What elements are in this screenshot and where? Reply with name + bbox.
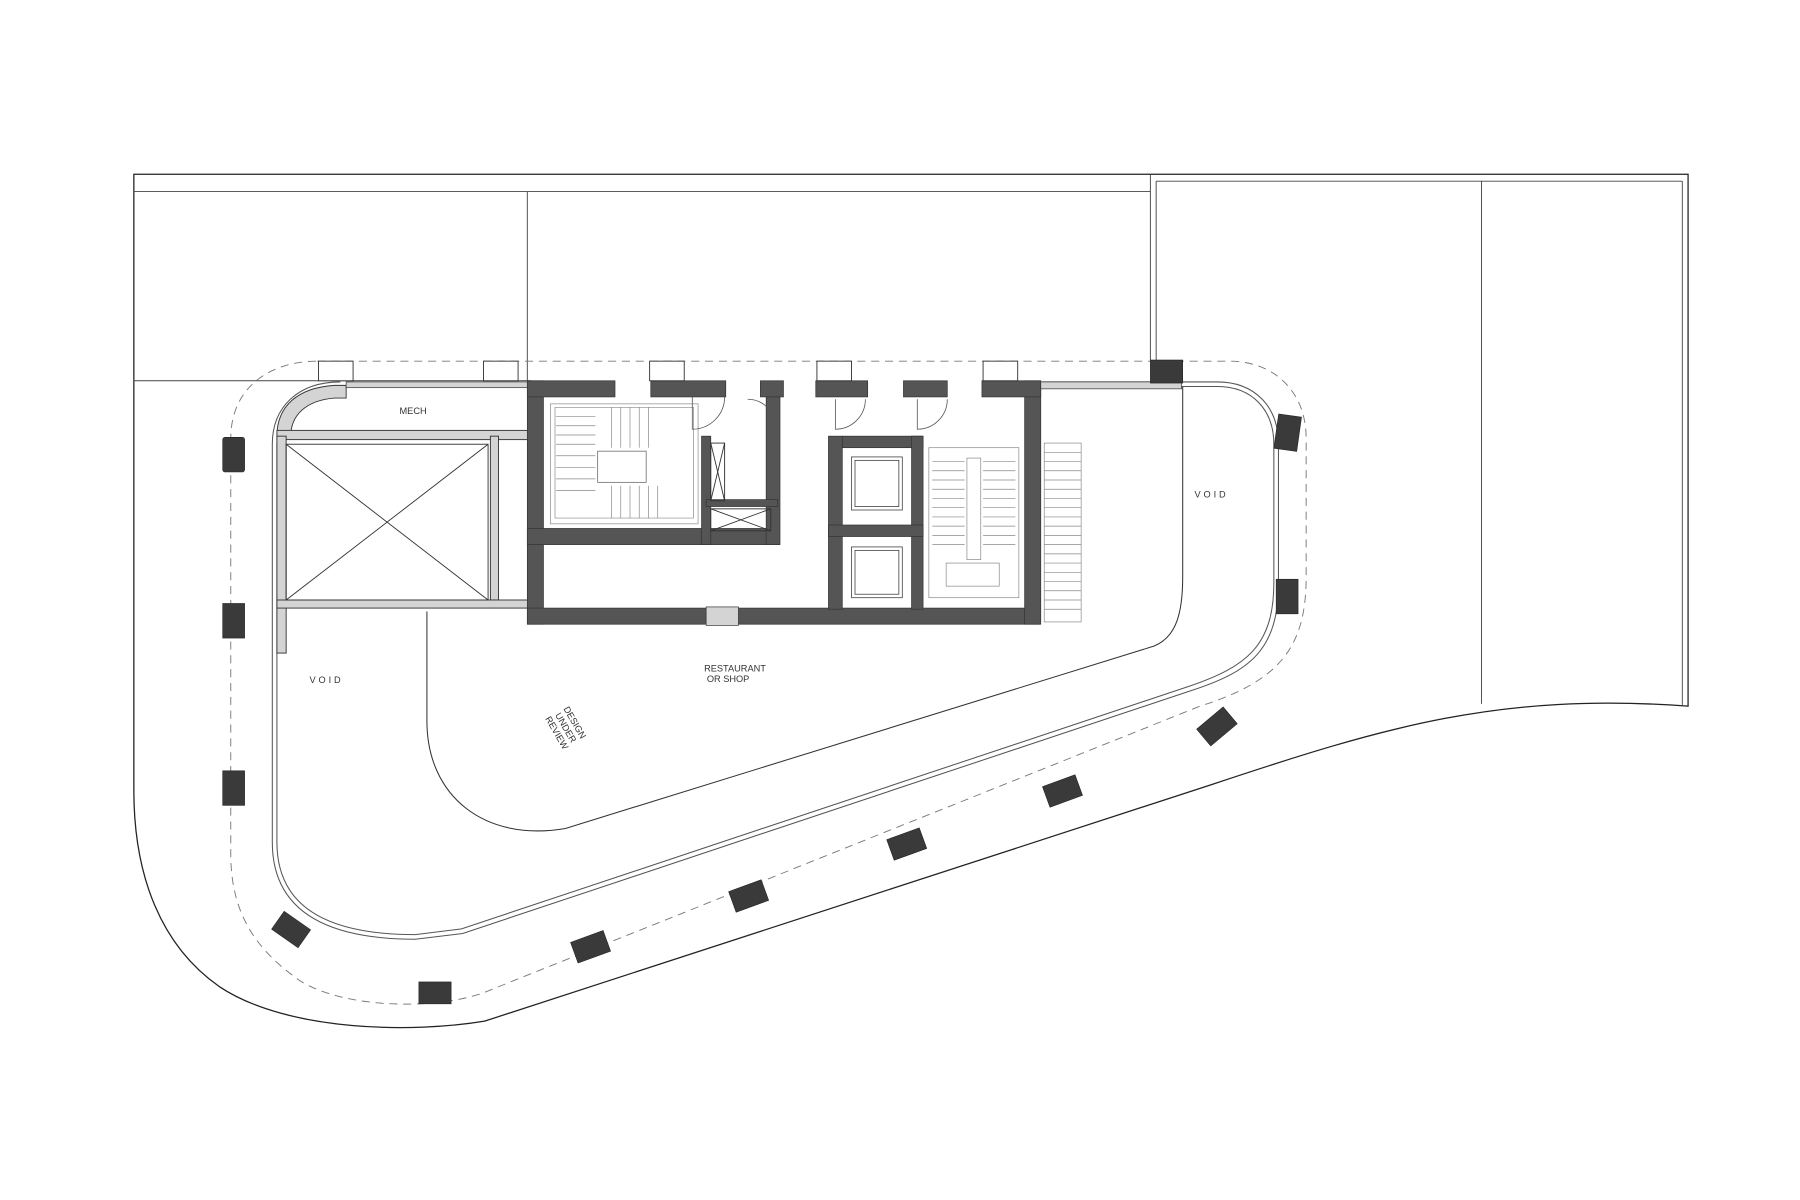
external-stair (1043, 442, 1082, 623)
lift-cars (851, 456, 903, 599)
core-right-wall (1040, 381, 1182, 390)
label-restaurant-line1: RESTAURANT (704, 664, 766, 674)
stair-right (928, 447, 1020, 599)
shaft-opening (285, 443, 489, 601)
restaurant-boundary (426, 386, 1184, 832)
core-walls (526, 380, 1042, 625)
label-void-right: VOID (1194, 489, 1228, 499)
door-swings (691, 396, 948, 430)
label-restaurant-line2: OR SHOP (707, 674, 750, 684)
core-opening (705, 606, 739, 626)
mech-room (276, 381, 529, 654)
label-void-left: VOID (309, 675, 343, 685)
slab-edge-dashed (230, 360, 1307, 1005)
site-boundary (133, 173, 1689, 1029)
neighbouring-plot-lines (133, 174, 1683, 707)
riser-duct (710, 442, 772, 532)
label-design-under-review: DESIGN UNDER REVIEW (543, 705, 588, 752)
stair-left (550, 403, 699, 525)
room-labels: MECH VOID VOID RESTAURANT OR SHOP DESIGN… (309, 406, 1228, 752)
core-top-openings (317, 360, 1019, 382)
label-mech: MECH (399, 406, 426, 416)
perimeter-columns (222, 359, 1302, 1005)
